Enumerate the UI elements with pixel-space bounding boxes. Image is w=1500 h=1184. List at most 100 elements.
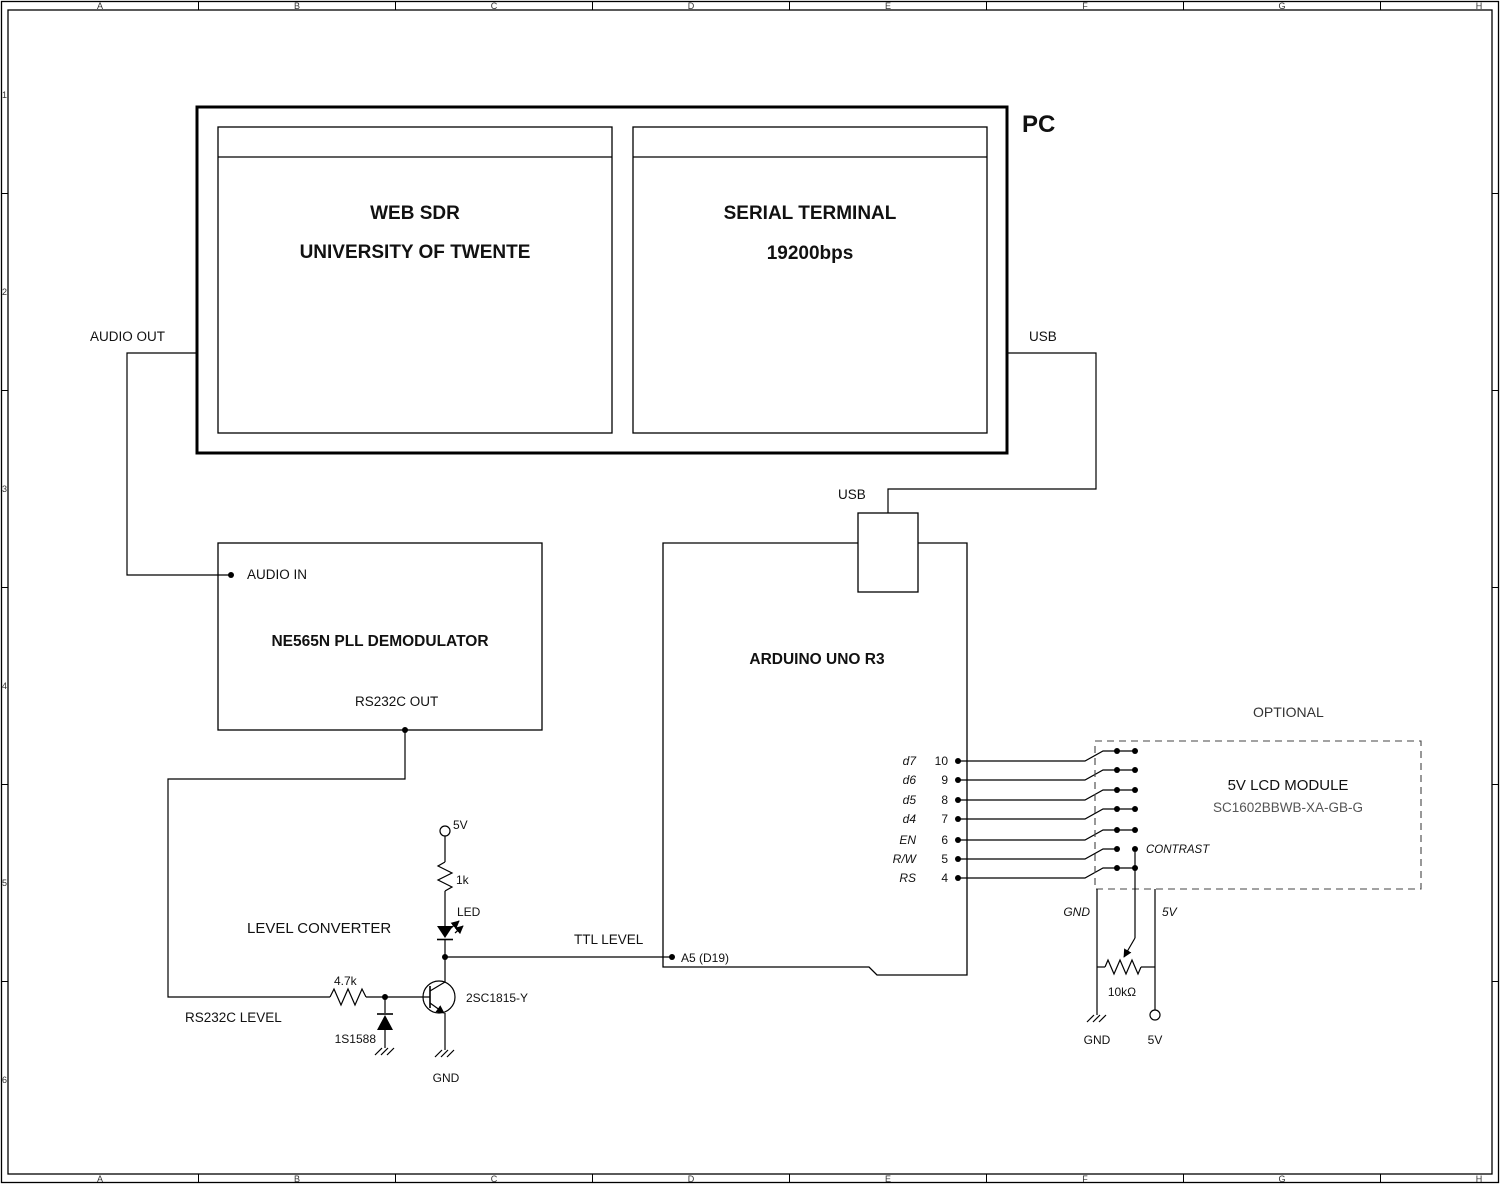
arduino-pin-row: EN 6 — [899, 829, 1135, 847]
pullup-chain: 5V 1k LED — [436, 818, 481, 982]
pin-name: R/W — [893, 852, 918, 866]
diode-label: 1S1588 — [335, 1032, 377, 1046]
gnd-label: GND — [433, 1071, 460, 1085]
gnd-rail-label: GND — [1063, 905, 1090, 919]
lcd-part-number: SC1602BBWB-XA-GB-G — [1213, 800, 1363, 815]
level-converter-title: LEVEL CONVERTER — [247, 920, 391, 937]
grid-col-label: A — [97, 1174, 103, 1184]
pin-name: d4 — [903, 812, 917, 826]
rs232c-level-label: RS232C LEVEL — [185, 1010, 282, 1025]
junction-dot — [228, 572, 234, 578]
contrast-label: CONTRAST — [1146, 844, 1210, 856]
pc-block: PC WEB SDR UNIVERSITY OF TWENTE SERIAL T… — [195, 105, 1055, 455]
window-websdr: WEB SDR UNIVERSITY OF TWENTE — [217, 126, 613, 434]
pin-number: 10 — [935, 754, 949, 768]
window-frame — [632, 126, 988, 434]
pin-wire — [958, 829, 1135, 841]
pin-wire — [958, 867, 1135, 879]
ground-icon — [374, 1047, 395, 1056]
arduino-pin-row: d5 8 — [903, 789, 1135, 807]
arduino-pin-row: d7 10 — [903, 750, 1135, 768]
window-text-line2: 19200bps — [767, 243, 854, 264]
grid-col-label: C — [491, 1, 498, 11]
transistor-label: 2SC1815-Y — [466, 991, 528, 1005]
vcc-rail-label: 5V — [1162, 905, 1178, 919]
ground-icon — [1086, 1014, 1107, 1023]
pin-wire — [958, 789, 1135, 801]
arduino-pin-row: RS 4 — [899, 867, 1135, 885]
window-text-line1: WEB SDR — [370, 203, 460, 224]
usb-net: USB USB — [838, 329, 1097, 514]
usb-connector — [857, 512, 919, 593]
rs232c-wire — [167, 730, 406, 998]
resistor-value: 4.7k — [334, 974, 358, 988]
emitter-lead — [429, 1002, 445, 1014]
vcc-icon — [1149, 1009, 1161, 1021]
audio-in-label: AUDIO IN — [247, 567, 307, 582]
audio-out-label: AUDIO OUT — [90, 329, 165, 344]
pot-gnd-label: GND — [1084, 1033, 1111, 1047]
demodulator-block: AUDIO IN NE565N PLL DEMODULATOR RS232C O… — [217, 542, 543, 733]
ttl-level-label: TTL LEVEL — [574, 932, 644, 947]
window-frame — [217, 126, 613, 434]
a5-pin-label: A5 (D19) — [681, 951, 729, 965]
grid-col-label: G — [1278, 1, 1285, 11]
pot-wiper-arrow — [1123, 937, 1136, 958]
grid-col-label: B — [294, 1174, 300, 1184]
pc-box — [195, 105, 1009, 455]
resistor-1k-value: 1k — [456, 873, 470, 887]
grid-col-label: A — [97, 1, 103, 11]
resistor-4k7: 4.7k — [329, 974, 367, 1007]
lcd-title: 5V LCD MODULE — [1228, 777, 1349, 794]
led-symbol: LED — [437, 905, 481, 941]
window-text-line1: SERIAL TERMINAL — [724, 203, 897, 224]
usb-wire — [887, 352, 1097, 514]
grid-col-label: H — [1476, 1174, 1483, 1184]
pin-wire — [958, 848, 1117, 860]
optional-label: OPTIONAL — [1253, 704, 1324, 720]
demodulator-box — [217, 542, 543, 731]
grid-row-label: 3 — [2, 484, 7, 494]
led-triangle — [437, 926, 453, 938]
audio-net: AUDIO OUT — [90, 329, 234, 578]
grid-col-label: E — [885, 1174, 891, 1184]
pin-name: d7 — [903, 754, 918, 768]
grid-col-label: H — [1476, 1, 1483, 11]
pc-label: PC — [1022, 111, 1055, 138]
pot-vcc-label: 5V — [1148, 1033, 1163, 1047]
window-text-line2: UNIVERSITY OF TWENTE — [300, 242, 531, 263]
pot-symbol — [1104, 958, 1142, 976]
resistor-1k-symbol — [436, 861, 454, 892]
usb-label-pc: USB — [1029, 329, 1057, 344]
vcc-label: 5V — [453, 818, 468, 832]
grid-col-label: B — [294, 1, 300, 11]
arduino-title: ARDUINO UNO R3 — [749, 651, 885, 668]
grid-row-label: 5 — [2, 878, 7, 888]
lcd-header-dots — [1114, 748, 1138, 871]
led-emission-arrow — [454, 925, 464, 935]
gnd-rail: GND GND — [1063, 889, 1111, 1047]
lcd-module-box — [1094, 740, 1422, 890]
diode-1s1588: 1S1588 — [335, 997, 395, 1056]
ttl-net: TTL LEVEL A5 (D19) — [445, 932, 729, 965]
arduino-pin-row: d6 9 — [903, 769, 1135, 787]
rs232c-out-label: RS232C OUT — [355, 694, 438, 709]
grid-row-label: 6 — [2, 1075, 7, 1085]
pin-number: 6 — [941, 833, 948, 847]
pin-number: 4 — [941, 871, 948, 885]
vcc-icon — [439, 825, 451, 837]
transistor-2sc1815: GND 2SC1815-Y — [422, 980, 528, 1085]
ground-icon — [434, 1049, 455, 1058]
pin-name: RS — [899, 871, 916, 885]
grid-row-label: 1 — [2, 90, 7, 100]
grid-col-label: C — [491, 1174, 498, 1184]
resistor-symbol — [329, 987, 367, 1007]
diode-symbol — [377, 1015, 393, 1030]
pin-name: EN — [899, 833, 916, 847]
contrast-net — [1123, 852, 1136, 958]
grid-row-label: 2 — [2, 287, 7, 297]
pin-wire — [958, 769, 1135, 781]
